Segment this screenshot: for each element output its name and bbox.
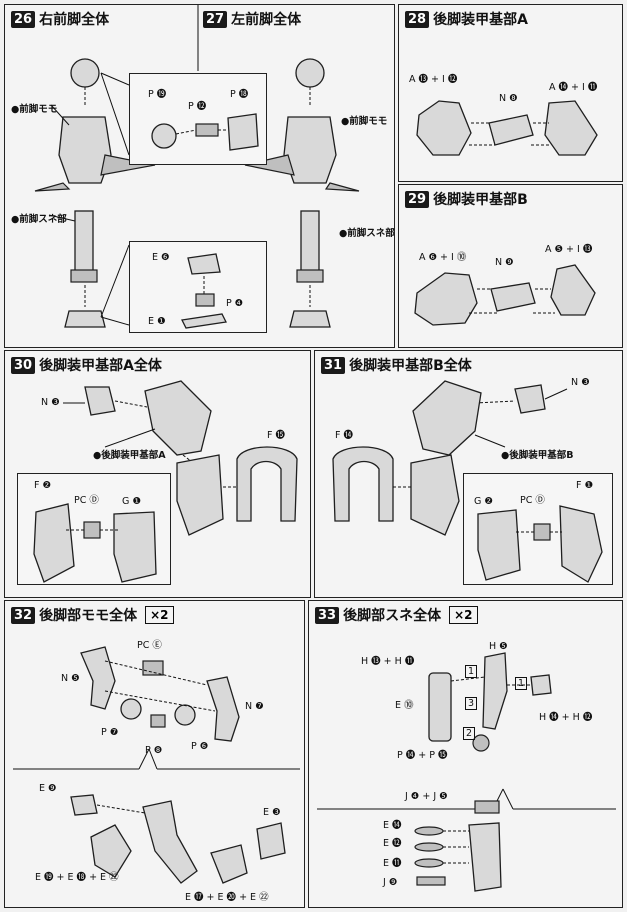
step-marker-1a: 1	[465, 665, 478, 678]
label-p14-p15: P ⓮ + P ⓯	[397, 750, 448, 761]
inset-shield-a: F ❷ PC Ⓓ G ❶	[17, 473, 171, 585]
label-a6-i10: A ❻ + I ⓾	[419, 252, 467, 263]
step-marker-2: 2	[463, 727, 476, 740]
label-kibu-a: ●後脚装甲基部A	[93, 450, 166, 461]
step-28-header: 28 後脚装甲基部A	[405, 9, 528, 29]
label-e3: E ❸	[263, 807, 281, 818]
step-number: 32	[11, 606, 36, 624]
inset-foot-joint: E ❻ P ❹ E ❶	[129, 241, 267, 333]
label-a5-i13: A ❺ + I ⓭	[545, 244, 593, 255]
step-title: 後脚装甲基部A全体	[39, 358, 162, 374]
step-title: 後脚部スネ全体	[343, 608, 442, 624]
label-p19: P ⓳	[148, 89, 167, 100]
step-30-panel: 30 後脚装甲基部A全体 N ❸ ●後脚装甲基部A F ⓯ F ❷	[4, 350, 311, 598]
step-title: 後脚装甲基部A	[433, 12, 528, 28]
label-p12: P ⓬	[188, 101, 207, 112]
label-e-sum1: E ⓳ + E ⓲ + E ㉒	[35, 872, 119, 883]
step-number: 33	[315, 606, 340, 624]
label-f2: F ❷	[34, 480, 52, 491]
step-26-27-panel: 26 右前脚全体 27 左前脚全体	[4, 4, 395, 348]
step-32-panel: 32 後脚部モモ全体 ×2 PC Ⓔ N ❺ N ❼ P ❼	[4, 600, 305, 908]
label-a13-i12: A ⓭ + I ⓬	[409, 74, 458, 85]
label-n3-b: N ❸	[571, 377, 590, 388]
label-pcd: PC Ⓓ	[74, 495, 99, 506]
quantity-multiplier: ×2	[449, 606, 478, 624]
step-33-header: 33 後脚部スネ全体 ×2	[315, 605, 478, 625]
label-momo-26: ●前脚モモ	[11, 104, 58, 115]
label-n7: N ❼	[245, 701, 264, 712]
step-28-panel: 28 後脚装甲基部A A ⓭ + I ⓬ A ⓮ + I ⓫ N ❽	[398, 4, 623, 182]
label-g2: G ❷	[474, 496, 493, 507]
label-e6: E ❻	[152, 252, 170, 263]
quantity-multiplier: ×2	[145, 606, 174, 624]
step-30-header: 30 後脚装甲基部A全体	[11, 355, 162, 375]
label-n8: N ❽	[499, 93, 518, 104]
label-e14: E ⓮	[383, 820, 402, 831]
label-e9: E ❾	[39, 783, 57, 794]
label-h14-h12: H ⓮ + H ⓬	[539, 712, 593, 723]
inset-shield-b: G ❷ PC Ⓓ F ❶	[463, 473, 613, 585]
label-momo-27: ●前脚モモ	[341, 116, 388, 127]
step-number: 26	[11, 10, 36, 28]
label-p4: P ❹	[226, 298, 244, 309]
label-sune-27: ●前脚スネ部	[339, 228, 395, 239]
step-31-header: 31 後脚装甲基部B全体	[321, 355, 472, 375]
label-p6: P ❻	[191, 741, 209, 752]
label-j4-j5: J ❹ + J ❺	[405, 791, 448, 802]
label-e12: E ⓬	[383, 838, 402, 849]
label-sune-26: ●前脚スネ部	[11, 214, 67, 225]
step-number: 29	[405, 190, 430, 208]
step-marker-1b: 1	[515, 677, 528, 690]
step-26-header: 26 右前脚全体	[11, 9, 109, 29]
step-title: 後脚装甲基部B全体	[349, 358, 472, 374]
label-j9: J ❾	[383, 877, 398, 888]
label-pcd-b: PC Ⓓ	[520, 495, 545, 506]
label-p8: P ❽	[145, 745, 163, 756]
label-e-sum2: E ⓱ + E ⓴ + E ㉒	[185, 892, 269, 903]
step-32-header: 32 後脚部モモ全体 ×2	[11, 605, 174, 625]
label-p7: P ❼	[101, 727, 119, 738]
label-p18: P ⓲	[230, 89, 249, 100]
label-h13-h11: H ⓭ + H ⓫	[361, 656, 415, 667]
step-number: 27	[203, 10, 228, 28]
step-27-header: 27 左前脚全体	[203, 9, 301, 29]
label-e10: E ⓾	[395, 700, 414, 711]
step-title: 右前脚全体	[39, 12, 110, 28]
label-e11: E ⓫	[383, 858, 402, 869]
label-f1: F ❶	[576, 480, 594, 491]
label-f14: F ⓮	[335, 430, 353, 441]
inset-hip-joint: P ⓳ P ⓬ P ⓲	[129, 73, 267, 165]
step-31-panel: 31 後脚装甲基部B全体 N ❸ ●後脚装甲基部B F ⓮ G ❷ P	[314, 350, 623, 598]
step-33-panel: 33 後脚部スネ全体 ×2 H ⓭ + H ⓫ H ❺	[308, 600, 623, 908]
front-leg-drawing	[34, 5, 360, 328]
step-title: 後脚部モモ全体	[39, 608, 138, 624]
label-n5: N ❺	[61, 673, 80, 684]
label-f15: F ⓯	[267, 430, 285, 441]
label-pce: PC Ⓔ	[137, 640, 162, 651]
step-title: 左前脚全体	[231, 12, 302, 28]
step-title: 後脚装甲基部B	[433, 192, 528, 208]
label-e1: E ❶	[148, 316, 166, 327]
step-number: 28	[405, 10, 430, 28]
label-n9: N ❾	[495, 257, 514, 268]
label-a14-i11: A ⓮ + I ⓫	[549, 82, 598, 93]
step-29-header: 29 後脚装甲基部B	[405, 189, 528, 209]
step-29-panel: 29 後脚装甲基部B A ❻ + I ⓾ A ❺ + I ⓭ N ❾	[398, 184, 623, 348]
label-h5: H ❺	[489, 641, 508, 652]
step-number: 31	[321, 356, 346, 374]
label-n3: N ❸	[41, 397, 60, 408]
step-number: 30	[11, 356, 36, 374]
label-kibu-b: ●後脚装甲基部B	[501, 450, 574, 461]
step-marker-3: 3	[465, 697, 478, 710]
label-g1: G ❶	[122, 496, 141, 507]
